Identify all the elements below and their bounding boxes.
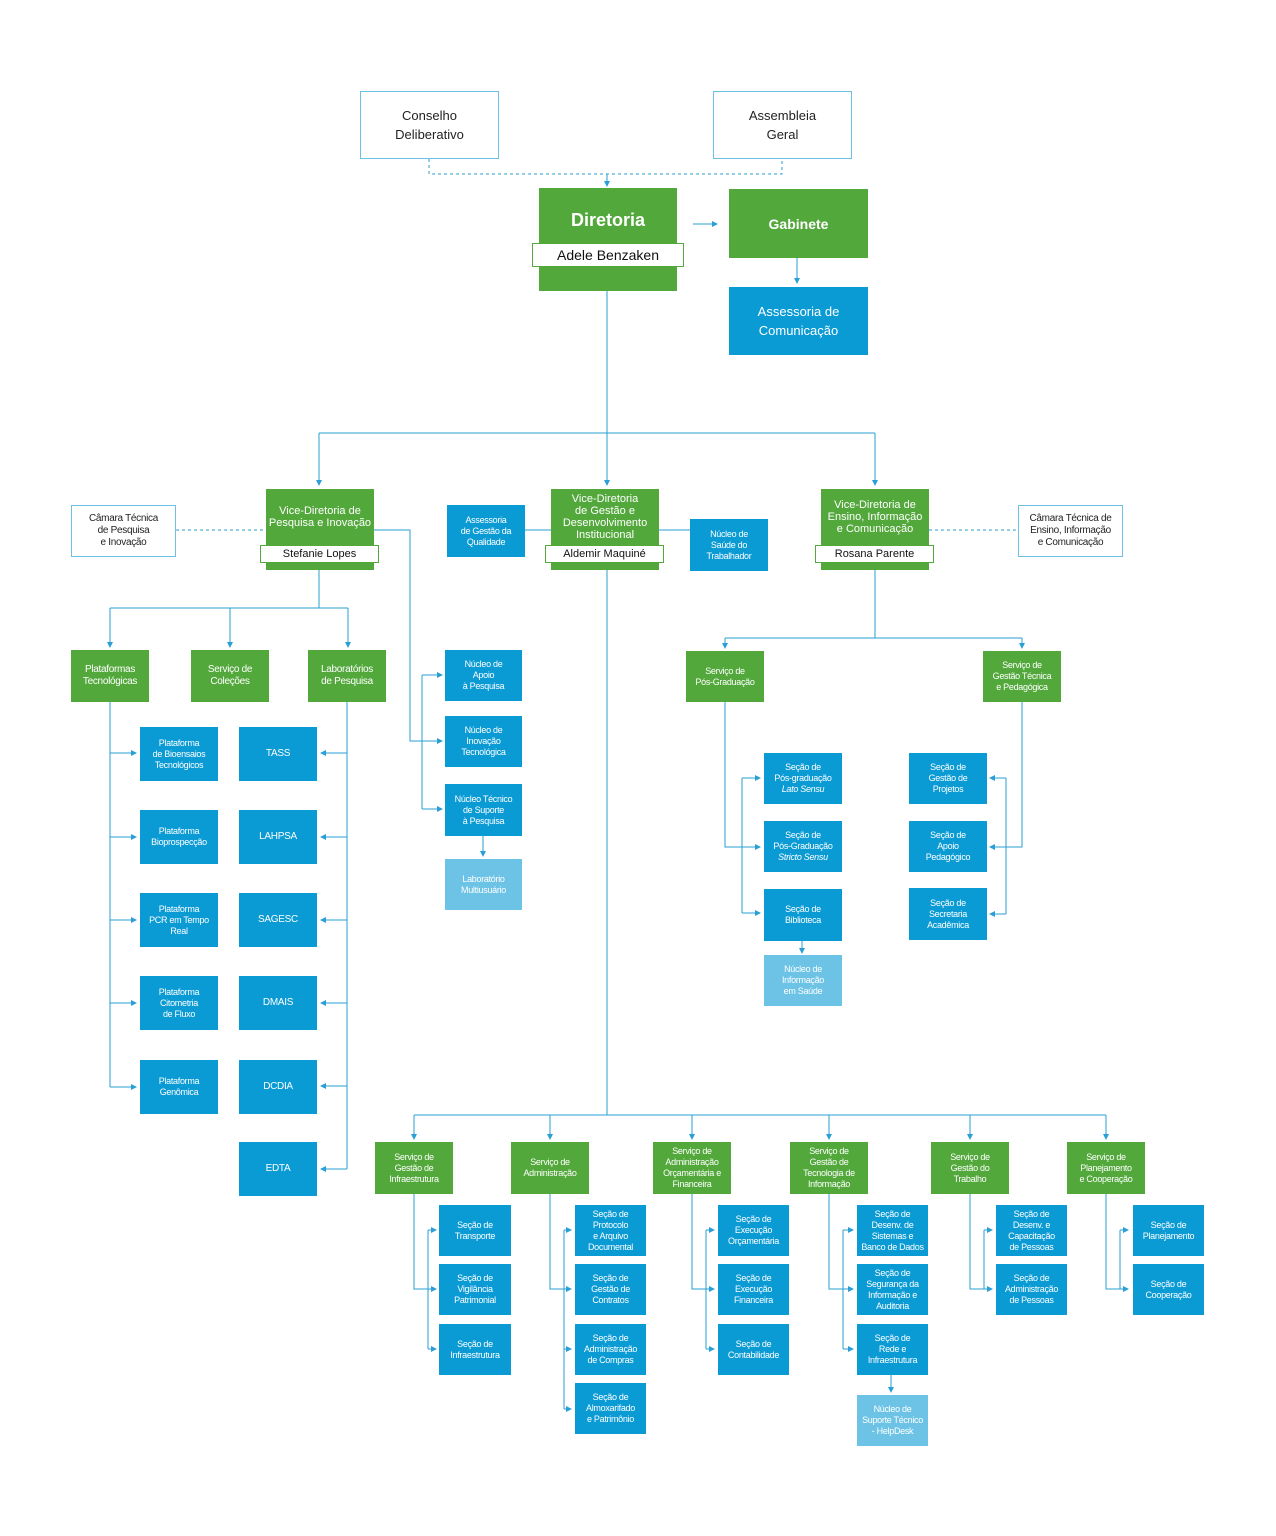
plataforma-item: Plataforma de Bioensaios Tecnológicos xyxy=(140,727,218,781)
secao-lato-sensu-label: Seção de Pós-graduação xyxy=(774,762,832,783)
secao-contabilidade-box: Seção de Contabilidade xyxy=(718,1324,789,1375)
nucleo-apoio-pesquisa-box: Núcleo de Apoio à Pesquisa xyxy=(445,650,522,701)
secao-seguranca-box: Seção de Segurança da Informação e Audit… xyxy=(857,1264,928,1315)
secao-protocolo-box: Seção de Protocolo e Arquivo Documental xyxy=(575,1205,646,1256)
servico-infraestrutura-box: Serviço de Gestão de Infraestrutura xyxy=(375,1142,453,1194)
gabinete-box: Gabinete xyxy=(729,189,868,258)
servico-orcamentaria-box: Serviço de Administração Orçamentária e … xyxy=(653,1142,731,1194)
plataforma-item: Plataforma Citometria de Fluxo xyxy=(140,976,218,1030)
lab-item: DCDIA xyxy=(239,1060,317,1114)
nucleo-suporte-pesquisa-box: Núcleo Técnico de Suporte à Pesquisa xyxy=(445,784,522,836)
servico-ti-box: Serviço de Gestão de Tecnologia de Infor… xyxy=(790,1142,868,1194)
secao-apoio-pedagogico-box: Seção de Apoio Pedagógico xyxy=(909,821,987,872)
secao-stricto-sensu-label: Seção de Pós-Graduação xyxy=(773,830,833,851)
assembleia-geral-box: Assembleia Geral xyxy=(713,91,852,159)
vd-ensino-title: Vice-Diretoria de Ensino, Informação e C… xyxy=(827,499,923,535)
nucleo-inovacao-box: Núcleo de Inovação Tecnológica xyxy=(445,716,522,767)
servico-administracao-box: Serviço de Administração xyxy=(511,1142,589,1194)
nucleo-saude-trabalhador-box: Núcleo de Saúde do Trabalhador xyxy=(690,519,768,571)
vd-pesquisa-name: Stefanie Lopes xyxy=(260,545,379,563)
vd-gestao-name: Aldemir Maquiné xyxy=(545,545,664,563)
nucleo-helpdesk-box: Núcleo de Suporte Técnico - HelpDesk xyxy=(857,1395,928,1446)
servico-planejamento-box: Serviço de Planejamento e Cooperação xyxy=(1067,1142,1145,1194)
assessoria-qualidade-box: Assessoria de Gestão da Qualidade xyxy=(447,505,525,557)
nucleo-informacao-saude-box: Núcleo de Informação em Saúde xyxy=(764,955,842,1006)
diretoria-box: Diretoria xyxy=(539,188,677,291)
lato-sensu-label: Lato Sensu xyxy=(781,784,825,794)
plataformas-tecnologicas-box: Plataformas Tecnológicas xyxy=(71,650,149,702)
secao-planejamento-box: Seção de Planejamento xyxy=(1133,1205,1204,1256)
secao-stricto-sensu-box: Seção de Pós-Graduação Stricto Sensu xyxy=(764,821,842,872)
secao-sistemas-box: Seção de Desenv. de Sistemas e Banco de … xyxy=(857,1205,928,1256)
camara-pesquisa-box: Câmara Técnica de Pesquisa e Inovação xyxy=(71,505,176,557)
secao-transporte-box: Seção de Transporte xyxy=(439,1205,511,1256)
secao-compras-box: Seção de Administração de Compras xyxy=(575,1324,646,1375)
lab-item: TASS xyxy=(239,727,317,781)
secao-lato-sensu-box: Seção de Pós-graduação Lato Sensu xyxy=(764,753,842,804)
servico-colecoes-box: Serviço de Coleções xyxy=(191,650,269,702)
camara-ensino-box: Câmara Técnica de Ensino, Informação e C… xyxy=(1018,505,1123,557)
lab-item: LAHPSA xyxy=(239,810,317,864)
secao-vigilancia-box: Seção de Vigilância Patrimonial xyxy=(439,1264,511,1315)
secao-secretaria-academica-box: Seção de Secretaria Acadêmica xyxy=(909,888,987,940)
secao-gestao-projetos-box: Seção de Gestão de Projetos xyxy=(909,753,987,804)
plataforma-item: Plataforma Bioprospecção xyxy=(140,810,218,864)
secao-contratos-box: Seção de Gestão de Contratos xyxy=(575,1264,646,1315)
secao-cooperacao-box: Seção de Cooperação xyxy=(1133,1264,1204,1315)
secao-capacitacao-box: Seção de Desenv. e Capacitação de Pessoa… xyxy=(996,1205,1067,1256)
secao-infraestrutura-box: Seção de Infraestrutura xyxy=(439,1324,511,1375)
lab-item: EDTA xyxy=(239,1142,317,1196)
secao-biblioteca-box: Seção de Biblioteca xyxy=(764,889,842,941)
vd-gestao-title: Vice-Diretoria de Gestão e Desenvolvimen… xyxy=(562,493,648,541)
plataforma-item: Plataforma PCR em Tempo Real xyxy=(140,893,218,947)
servico-pos-graduacao-box: Serviço de Pós-Graduação xyxy=(686,651,764,702)
servico-gestao-trabalho-box: Serviço de Gestão do Trabalho xyxy=(931,1142,1009,1194)
servico-gestao-tecnica-box: Serviço de Gestão Técnica e Pedagógica xyxy=(983,651,1061,702)
diretoria-title: Diretoria xyxy=(570,210,646,230)
diretoria-name: Adele Benzaken xyxy=(532,243,684,267)
secao-adm-pessoas-box: Seção de Administração de Pessoas xyxy=(996,1264,1067,1315)
plataforma-item: Plataforma Genômica xyxy=(140,1060,218,1114)
lab-item: SAGESC xyxy=(239,893,317,947)
secao-financeira-box: Seção de Execução Financeira xyxy=(718,1264,789,1315)
laboratorio-multiusuario-box: Laboratório Multiusuário xyxy=(445,859,522,910)
stricto-sensu-label: Stricto Sensu xyxy=(778,852,828,862)
secao-almoxarifado-box: Seção de Almoxarifado e Patrimônio xyxy=(575,1383,646,1434)
secao-orcamentaria-box: Seção de Execução Orçamentária xyxy=(718,1205,789,1256)
vd-ensino-name: Rosana Parente xyxy=(815,545,934,563)
laboratorios-pesquisa-box: Laboratórios de Pesquisa xyxy=(308,650,386,702)
conselho-deliberativo-box: Conselho Deliberativo xyxy=(360,91,499,159)
assessoria-comunicacao-box: Assessoria de Comunicação xyxy=(729,287,868,355)
secao-rede-box: Seção de Rede e Infraestrutura xyxy=(857,1324,928,1375)
lab-item: DMAIS xyxy=(239,976,317,1030)
vd-pesquisa-title: Vice-Diretoria de Pesquisa e Inovação xyxy=(268,505,372,529)
